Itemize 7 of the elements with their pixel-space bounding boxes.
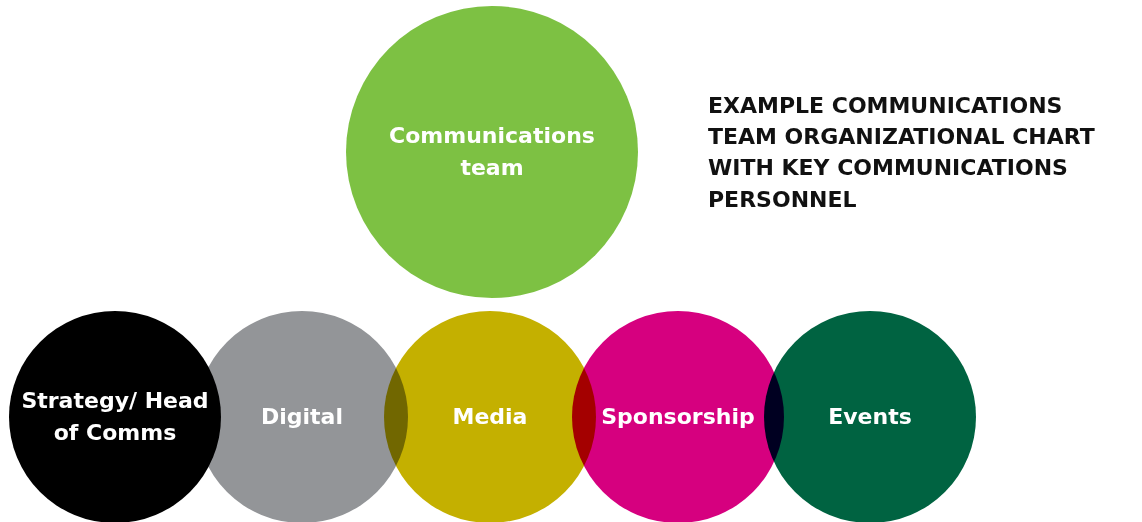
- role-label: Events: [827, 403, 913, 432]
- team-label: Communications team: [388, 122, 596, 182]
- role-label: Media: [451, 403, 529, 432]
- role-label: Strategy/ Head of Comms: [20, 387, 210, 447]
- role-label: Sponsorship: [600, 403, 756, 432]
- chart-title: EXAMPLE COMMUNICATIONS TEAM ORGANIZATIONAL CHART WITH KEY COMMUNICATIONS PERSONNEL: [708, 92, 1096, 214]
- role-label: Digital: [260, 403, 344, 432]
